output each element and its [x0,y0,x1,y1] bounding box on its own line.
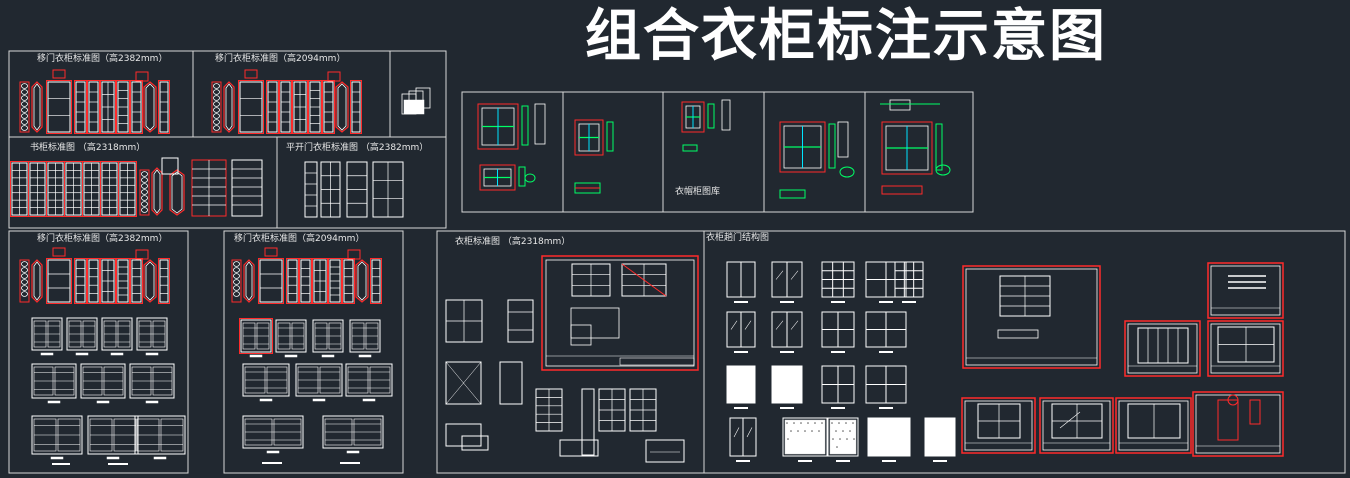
label-door-structure: 衣柜趟门结构图 [706,233,770,243]
label-sliding-2094-top: 移门衣柜标准图（高2094mm） [215,54,346,64]
label-hinged-2382: 平开门衣柜标准图 （高2382mm） [286,143,429,153]
panel-wardrobe-library [461,91,974,213]
panel-bookcase-hinged [8,136,447,229]
panel-wardrobe-2318 [436,230,1346,474]
label-wardrobe-library: 衣帽柜图库 [675,187,721,197]
label-wardrobe-2318: 衣柜标准图 （高2318mm） [455,237,571,247]
label-sliding-2094-bottom: 移门衣柜标准图（高2094mm） [234,234,365,244]
label-bookcase: 书柜标准图 （高2318mm） [30,143,146,153]
page-title: 组合衣柜标注示意图 [585,4,1107,69]
label-sliding-2382-top: 移门衣柜标准图（高2382mm） [37,54,168,64]
panel-sliding-2382-bottom [8,230,189,474]
label-sliding-2382-bottom: 移门衣柜标准图（高2382mm） [37,234,168,244]
panel-sliding-2094-bottom [223,230,404,474]
